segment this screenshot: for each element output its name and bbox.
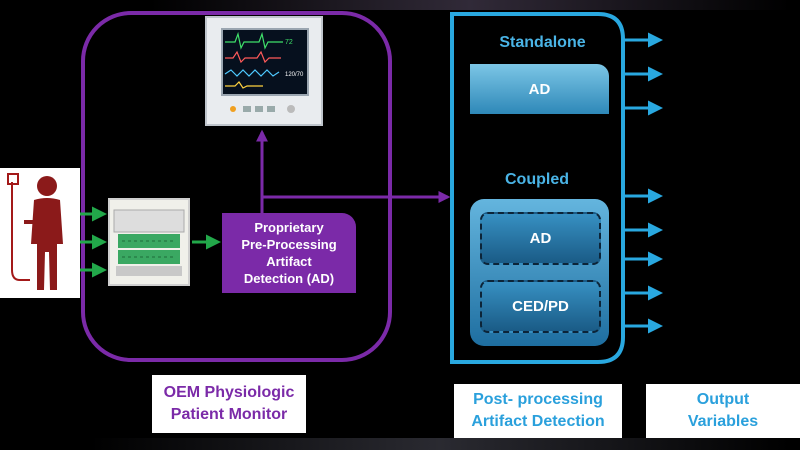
top-glow bbox=[150, 0, 790, 10]
svg-text:72: 72 bbox=[285, 39, 293, 46]
bottom-glow bbox=[90, 438, 790, 450]
monitor-bp-readout: 120/70 bbox=[285, 72, 304, 78]
coupled-heading: Coupled bbox=[505, 171, 569, 188]
standalone-ad-box: AD bbox=[470, 64, 609, 114]
oem-caption: OEM Physiologic Patient Monitor bbox=[152, 375, 306, 433]
patient-figure-icon bbox=[0, 168, 80, 298]
post-processing-caption: Post- processing Artifact Detection bbox=[454, 384, 622, 438]
post-processing-container bbox=[450, 12, 625, 364]
patient-monitor-icon: 72 120/70 bbox=[205, 16, 323, 126]
svg-text:120/70: 120/70 bbox=[285, 72, 304, 78]
coupled-ced-pd-box: CED/PD bbox=[480, 280, 601, 333]
monitor-screen: 72 120/70 bbox=[221, 28, 309, 96]
standalone-heading: Standalone bbox=[499, 34, 586, 51]
coupled-ad-box: AD bbox=[480, 212, 601, 265]
preprocessing-label: Proprietary Pre-Processing Artifact Dete… bbox=[241, 220, 337, 286]
preprocessing-box: Proprietary Pre-Processing Artifact Dete… bbox=[222, 213, 356, 293]
monitor-controls bbox=[230, 105, 295, 113]
oem-container bbox=[81, 11, 392, 362]
output-caption: Output Variables bbox=[646, 384, 800, 438]
monitor-module-icon bbox=[108, 198, 190, 286]
